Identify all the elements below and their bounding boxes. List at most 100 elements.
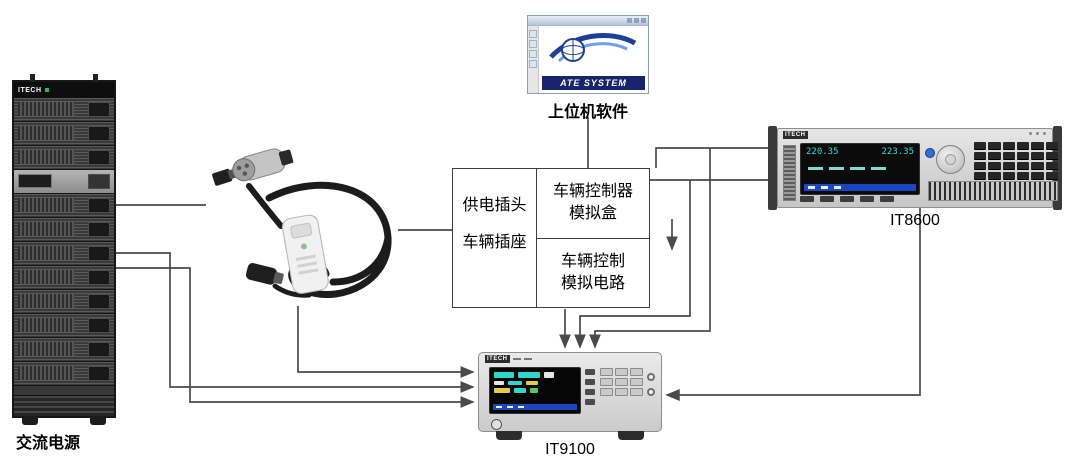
keypad-button [615,368,628,376]
keypad-button [988,152,1001,160]
screw [1029,132,1032,135]
keypad-button [1045,172,1058,180]
power-button [491,419,502,430]
window-button [634,18,639,23]
screw [1036,132,1039,135]
wire-bus-to-it9100-2 [574,180,691,349]
keypad-button [1002,142,1015,150]
softkey-button [585,369,595,375]
rack-module [14,122,114,146]
ate-system-banner: ATE SYSTEM [542,76,645,90]
ac-power-rack: ITECH [12,74,116,425]
rack-module [14,266,114,290]
left-vent [783,145,796,201]
keypad-button [1045,142,1058,150]
rack-foot [22,416,38,425]
binding-post [647,388,655,396]
label-controller-line2: 模拟盒 [568,205,617,223]
instrument-foot [496,431,522,440]
rack-module [14,338,114,362]
softkey-button [860,196,874,202]
it9100-instrument: ITECH [478,352,662,440]
keypad-button [974,172,987,180]
wire-group [116,117,921,408]
screen-row [494,381,576,385]
window-button [627,18,632,23]
status-segment [518,406,524,408]
it8600-instrument: ITECH 220.35 223.35 [768,126,1062,210]
label-vehicle-socket: 车辆插座 [462,234,527,251]
rack-module [14,314,114,338]
label-it8600: IT8600 [890,212,940,229]
toolbar-icon [529,40,537,48]
screen-value-bar [526,381,538,385]
screen-value-bar [518,372,540,378]
window-body: ATE SYSTEM [528,26,648,93]
keypad [974,142,1058,180]
softkey-button [585,389,595,395]
label-circuit-line1: 车辆控制 [560,252,625,270]
screen-status-bar [493,404,577,410]
keypad-button [1031,142,1044,150]
instrument-foot [618,431,644,440]
toolbar-icon [529,50,537,58]
screen-value-bar [494,388,510,393]
keypad-button [1016,162,1030,170]
rack-module [14,194,114,218]
window-button [641,18,646,23]
keypad-button [630,388,643,396]
keypad-button [1045,152,1058,160]
keypad-button [600,388,613,396]
itech-logo: ITECH [485,355,510,363]
control-circuit-cell: 车辆控制 模拟电路 [537,237,649,308]
screen-row [494,372,576,378]
it9100-screen [489,367,581,414]
wire-rack-to-it9100-1 [116,252,475,393]
keypad-button [630,378,643,386]
screen-value-bar [494,372,514,378]
rack-modules [14,98,114,398]
rotary-knob [936,145,965,174]
status-segment [496,406,502,408]
rack-module [14,242,114,266]
rack-handle [93,74,98,82]
rack-ear [768,126,777,210]
screen-text-bar [808,167,823,170]
rack-module [14,170,114,194]
screen-text-bar [871,167,886,170]
keypad-button [1031,162,1044,170]
keypad-button [1016,142,1030,150]
status-segment [821,186,828,189]
keypad-button [615,388,628,396]
label-supply-plug: 供电插头 [462,197,527,214]
toolbar-strip [528,26,539,93]
softkey-row [800,196,894,202]
screen-text-bar [829,167,844,170]
it8600-logo-strip: ITECH [783,131,808,139]
screen-status-bar [804,184,916,191]
screen-value-bar [494,381,504,385]
keypad-button [630,368,643,376]
toolbar-icon [529,60,537,68]
charging-cable-photo [205,146,405,312]
controller-column: 车辆控制器 模拟盒 车辆控制 模拟电路 [537,169,649,307]
status-segment [834,186,841,189]
rack-led [44,88,49,92]
label-controller-line1: 车辆控制器 [552,183,633,201]
rack-module [14,362,114,386]
screen-readout-row: 220.35 223.35 [801,144,919,158]
keypad-button [1031,172,1044,180]
screw [1043,132,1046,135]
rack-foot [90,416,106,425]
voltage-readout-1: 220.35 [806,147,839,157]
screen-row [494,388,576,393]
host-software-window: ATE SYSTEM [527,15,649,94]
keypad-button [974,162,987,170]
charging-cable-drawing [212,148,392,299]
screen-text-bar [850,167,865,170]
controller-sim-cell: 车辆控制器 模拟盒 [537,169,649,238]
keypad [600,368,643,396]
keypad-button [974,152,987,160]
it9100-front-panel: ITECH [478,352,662,432]
